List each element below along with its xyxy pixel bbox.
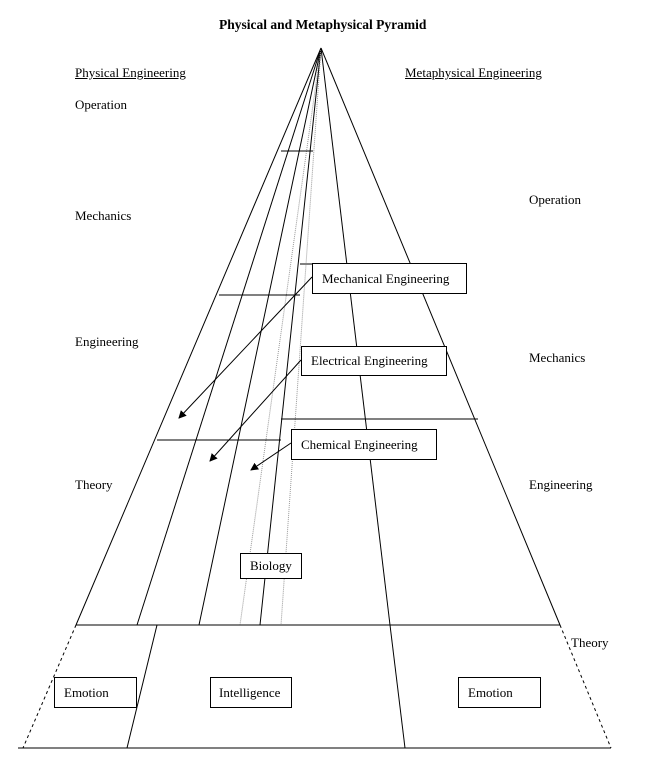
- metaphysical-engineering-heading: Metaphysical Engineering: [405, 65, 542, 80]
- right-level-operation: Operation: [529, 192, 581, 207]
- electrical-engineering-box: Electrical Engineering: [301, 346, 447, 376]
- chemical-engineering-box: Chemical Engineering: [291, 429, 437, 460]
- theory-divider-left: [126, 624, 158, 749]
- arrow-electrical: [209, 359, 302, 462]
- theory-divider-right: [389, 624, 406, 749]
- arrow-chemical: [250, 442, 292, 471]
- diagram-title: Physical and Metaphysical Pyramid: [219, 17, 427, 32]
- ray-dotted-2: [280, 47, 322, 626]
- right-level-theory: Theory: [571, 635, 609, 650]
- right-level-engineering: Engineering: [529, 477, 593, 492]
- left-level-engineering: Engineering: [75, 334, 139, 349]
- ray-4: [320, 47, 391, 626]
- theory-right-edge: [559, 624, 612, 749]
- ray-2: [198, 47, 322, 626]
- left-level-operation: Operation: [75, 97, 127, 112]
- physical-engineering-heading: Physical Engineering: [75, 65, 186, 80]
- right-level-mechanics: Mechanics: [529, 350, 586, 365]
- emotion-right-box: Emotion: [458, 677, 541, 708]
- ray-dotted-1: [239, 47, 322, 626]
- pyramid-right-edge: [320, 47, 561, 626]
- left-level-mechanics: Mechanics: [75, 208, 132, 223]
- arrow-mechanical: [178, 276, 313, 419]
- mechanical-engineering-box: Mechanical Engineering: [312, 263, 467, 294]
- ray-1: [136, 47, 322, 626]
- pyramid-left-edge: [75, 47, 322, 626]
- biology-box: Biology: [240, 553, 302, 579]
- intelligence-box: Intelligence: [210, 677, 292, 708]
- emotion-left-box: Emotion: [54, 677, 137, 708]
- ray-3: [259, 47, 322, 626]
- left-level-theory: Theory: [75, 477, 113, 492]
- theory-left-edge: [22, 624, 77, 749]
